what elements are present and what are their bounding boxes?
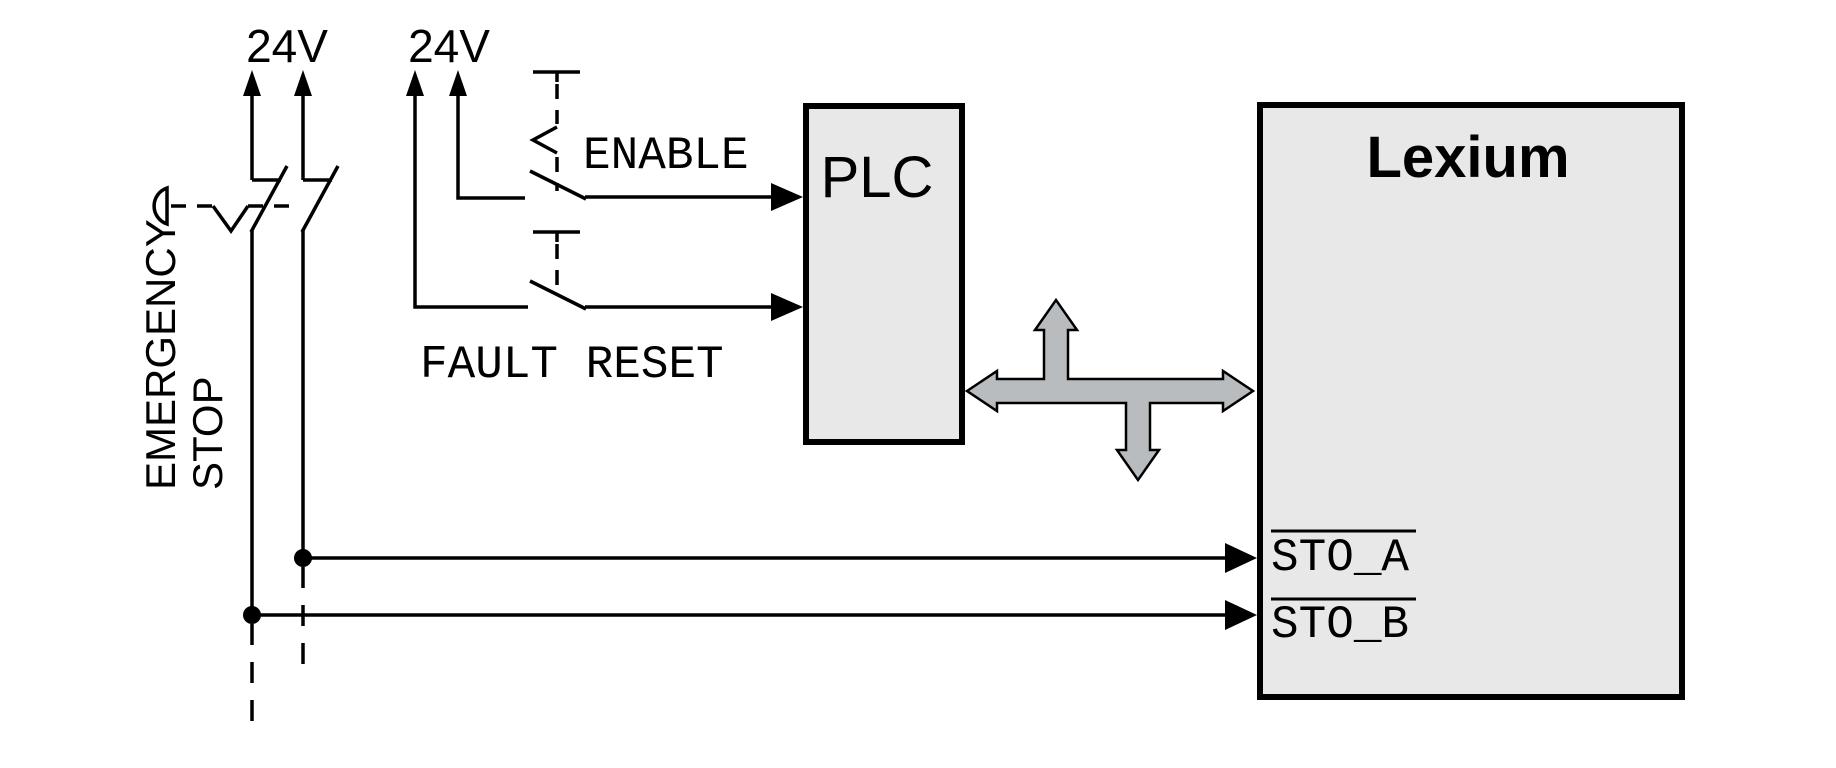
sto-a-label: STO_A — [1271, 532, 1409, 584]
right-arrow-icon — [1225, 543, 1257, 573]
right-arrow-icon — [771, 183, 803, 211]
enable-label: ENABLE — [583, 130, 749, 182]
emergency-stop-label-line1: EMERGENCY — [137, 219, 184, 490]
fault-reset-switch-icon — [529, 230, 803, 321]
plc-label: PLC — [821, 145, 934, 210]
estop-nc-contact-left — [243, 70, 289, 737]
plc-box — [803, 103, 965, 445]
positive-opening-link-icon — [211, 204, 250, 235]
sto-b-wire — [252, 600, 1257, 630]
up-arrow-icon — [294, 70, 312, 96]
supply-right-label: 24V — [408, 20, 490, 72]
fieldbus-arrows-icon — [964, 297, 1256, 483]
emergency-stop-label-line2: STOP — [184, 376, 231, 490]
drive-label: Lexium — [1366, 125, 1569, 190]
emergency-stop-button-icon — [152, 185, 300, 235]
supply-feeder-fault-reset — [406, 70, 528, 309]
fault-reset-label: FAULT RESET — [420, 339, 724, 391]
spring-return-icon — [529, 125, 558, 155]
plc-block: PLC — [803, 103, 965, 445]
right-arrow-icon — [1225, 600, 1257, 630]
enable-switch-icon — [529, 70, 803, 211]
supply-feeder-enable — [449, 70, 525, 200]
sto-b-label: STO_B — [1271, 599, 1409, 651]
estop-nc-contact-right — [294, 70, 340, 677]
sto-a-wire — [303, 543, 1257, 573]
supply-left-label: 24V — [246, 20, 328, 72]
up-arrow-icon — [243, 70, 261, 96]
right-arrow-icon — [771, 293, 803, 321]
drive-block: Lexium STO_A STO_B — [1257, 102, 1685, 700]
up-arrow-icon — [449, 70, 467, 96]
up-arrow-icon — [406, 70, 424, 96]
